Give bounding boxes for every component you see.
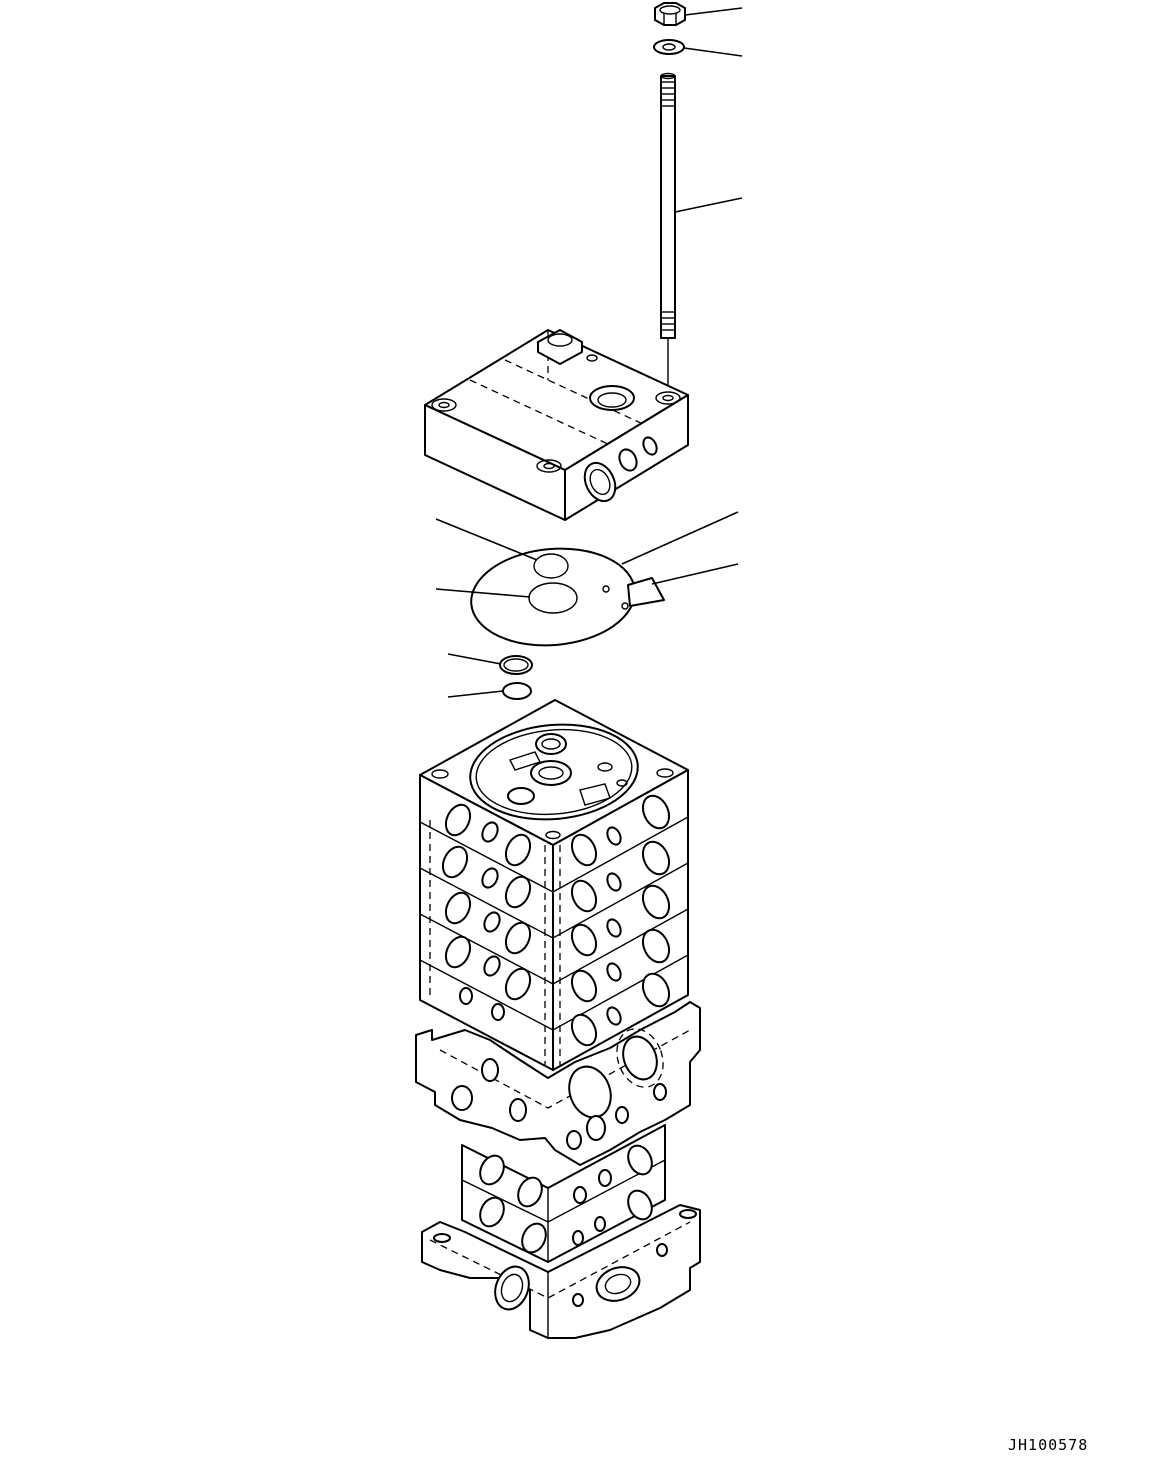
- leader-line-washer: [683, 47, 743, 57]
- leader-line-gasket: [621, 511, 739, 565]
- leader-line-tie-bolt: [674, 197, 743, 213]
- gasket-plate[interactable]: [467, 542, 639, 652]
- control-valve-stack[interactable]: [419, 699, 689, 1071]
- washer[interactable]: [653, 39, 685, 55]
- o-ring-small[interactable]: [502, 682, 532, 700]
- leader-line-o-ring-large: [447, 653, 502, 665]
- end-cover-block[interactable]: [424, 329, 689, 521]
- base-block[interactable]: [421, 1204, 701, 1339]
- nut[interactable]: [654, 2, 686, 26]
- drawing-number: JH100578: [1008, 1436, 1089, 1454]
- leader-line-nut: [684, 7, 743, 16]
- leader-line-orifice-small: [435, 518, 538, 561]
- o-ring-large[interactable]: [499, 655, 533, 675]
- leader-line-orifice-large: [435, 588, 531, 598]
- gasket-tab[interactable]: [627, 577, 665, 607]
- intermediate-flange[interactable]: [415, 1001, 701, 1166]
- leader-line-o-ring-small: [447, 690, 504, 698]
- leader-line-gasket-tab: [651, 563, 739, 585]
- lower-valve-sections[interactable]: [461, 1124, 666, 1263]
- tie-bolt[interactable]: [660, 72, 676, 339]
